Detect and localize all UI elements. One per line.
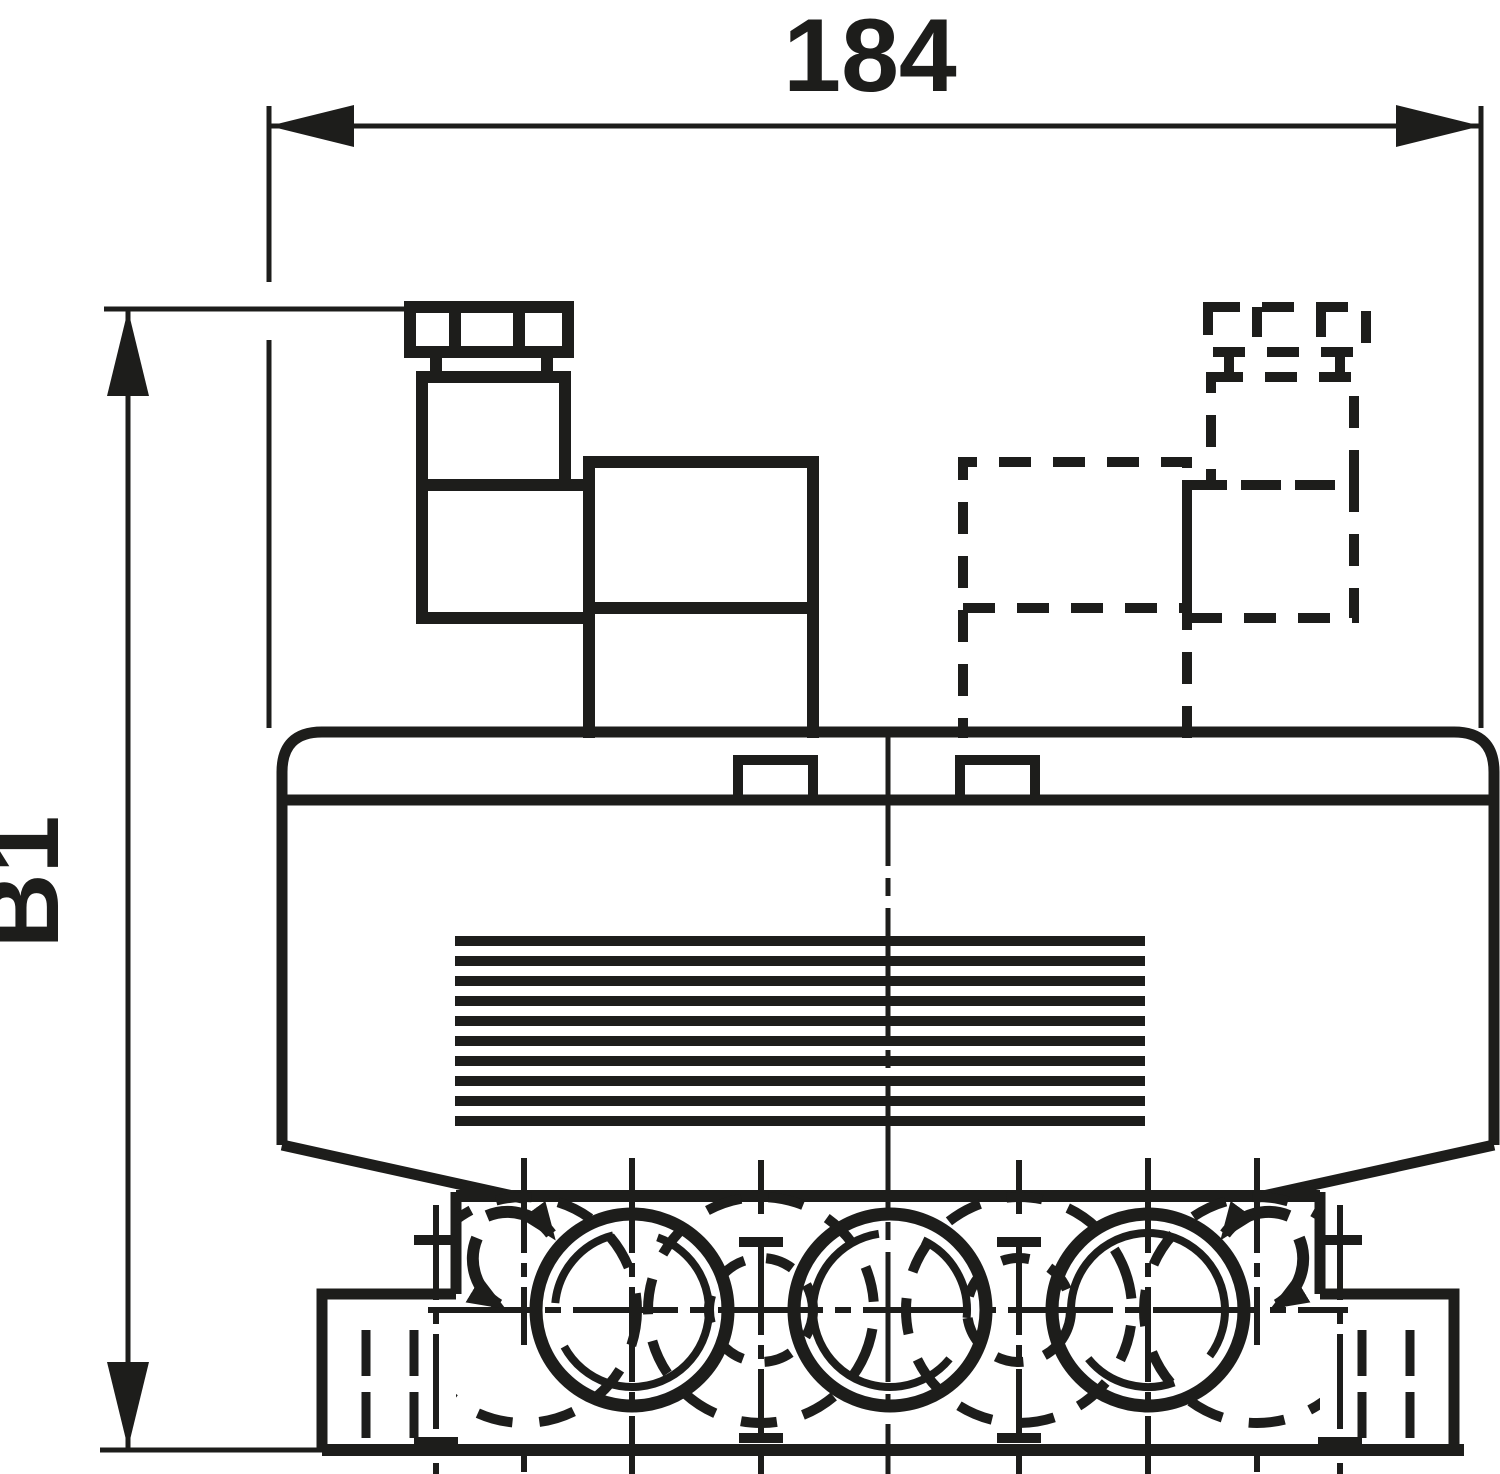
- manifold-foot-left: [316, 1288, 456, 1450]
- manifold-ports: [428, 1158, 1348, 1474]
- port-circle-inner: [551, 1229, 713, 1391]
- dimension-width-label: 184: [783, 0, 957, 114]
- connector-lower-box-alt: [1182, 480, 1359, 623]
- rotation-arrow-right-top: [1220, 1200, 1292, 1241]
- port-circle-inner: [1067, 1229, 1229, 1392]
- gland-nut: [404, 301, 574, 358]
- small-port-circle: [962, 1253, 1076, 1367]
- rotation-arrows: [465, 1200, 1311, 1311]
- rotation-arrow-left-top: [484, 1200, 556, 1241]
- hidden-circle: [901, 1192, 1137, 1428]
- port-circle-inner: [808, 1229, 971, 1391]
- arrowhead-up-icon: [107, 310, 149, 396]
- body-outline: [276, 726, 1500, 1145]
- lid-clip-left: [733, 755, 818, 800]
- manifold-foot-right: [1320, 1288, 1460, 1450]
- rotation-arrow-right-side: [1270, 1235, 1311, 1311]
- small-port-center-cap: [997, 1237, 1041, 1443]
- dimension-height-label: B1: [0, 816, 81, 949]
- valve-manifold: [316, 1190, 1464, 1474]
- gland-nut-alt: [1203, 302, 1371, 357]
- foot-axis-cap: [1318, 1235, 1362, 1447]
- connector-upper-box: [416, 371, 571, 491]
- connector-lower-box: [416, 479, 595, 624]
- arrowhead-right-icon: [1396, 105, 1481, 147]
- connector-upper-box-alt: [1206, 372, 1359, 490]
- connector-housing: [583, 456, 819, 738]
- dimension-height: B1: [0, 306, 410, 1453]
- rotation-arrow-left-side: [465, 1235, 506, 1311]
- hidden-circle: [643, 1192, 879, 1428]
- dimension-width: 184: [266, 0, 1484, 728]
- arrowhead-left-icon: [269, 105, 354, 147]
- lid-clip-right: [955, 755, 1040, 800]
- ventilation-grille: [455, 936, 1145, 1126]
- cable-connector-dashed-alt: [958, 302, 1371, 738]
- body-chamfer-right: [1252, 1139, 1496, 1204]
- small-port-center-cap: [739, 1237, 783, 1443]
- cable-connector-solid: [404, 301, 819, 738]
- actuator-body: [276, 726, 1500, 1474]
- connector-housing-alt: [958, 457, 1192, 738]
- hidden-circle: [1139, 1192, 1320, 1428]
- arrowhead-down-icon: [107, 1362, 149, 1448]
- body-chamfer-left: [280, 1139, 524, 1204]
- foot-axis-cap: [414, 1235, 458, 1447]
